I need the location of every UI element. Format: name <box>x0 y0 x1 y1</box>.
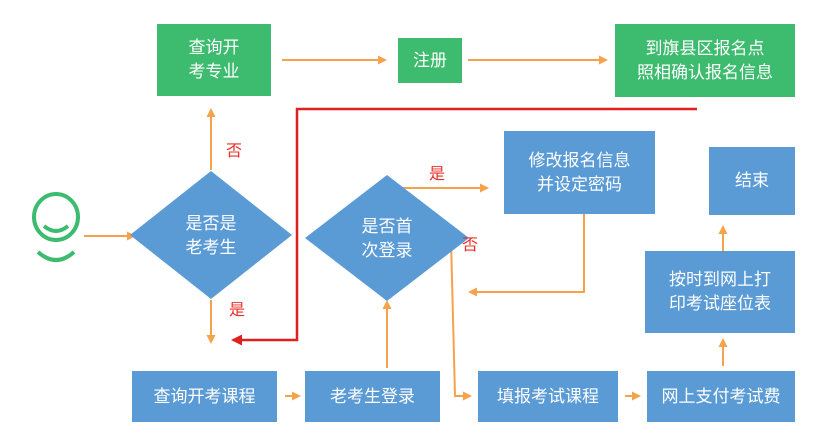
fill-courses-label: 填报考试课程 <box>497 386 599 407</box>
modify-info-box: 修改报名信息 并设定密码 <box>504 131 655 214</box>
fill-courses-box: 填报考试课程 <box>478 371 618 422</box>
check-major-top-label: 查询开 考专业 <box>188 38 240 82</box>
decision-old-candidate-label: 是否是 老考生 <box>185 214 237 258</box>
county-confirm-label: 到旗县区报名点 照相确认报名信息 <box>637 38 773 83</box>
end-label: 结束 <box>735 171 769 191</box>
arrow-modify-back <box>468 214 585 297</box>
decision-old-candidate: 是否是 老考生 <box>160 211 262 261</box>
check-major-bottom-box: 查询开考课程 <box>132 371 277 422</box>
arrow-red-return <box>231 107 697 346</box>
pay-fee-label: 网上支付考试费 <box>661 386 781 407</box>
decision-first-login: 是否首 次登录 <box>336 214 438 264</box>
old-login-box: 老考生登录 <box>305 371 440 422</box>
branch-yes-label-1: 是 <box>229 300 246 319</box>
branch-no-label-1: 否 <box>226 141 243 160</box>
branch-yes-label-2: 是 <box>429 164 446 183</box>
end-box: 结束 <box>709 147 795 215</box>
decision-first-login-label: 是否首 次登录 <box>361 217 413 261</box>
arrow-first-login-no <box>450 239 472 401</box>
user-avatar-icon <box>32 192 80 262</box>
branch-no-label-2: 否 <box>462 235 479 254</box>
check-major-bottom-label: 查询开考课程 <box>153 386 256 407</box>
register-box: 注册 <box>398 38 462 83</box>
county-confirm-box: 到旗县区报名点 照相确认报名信息 <box>615 24 795 97</box>
old-login-label: 老考生登录 <box>330 386 415 407</box>
register-label: 注册 <box>413 50 447 71</box>
decision-old-candidate-shape <box>130 171 292 299</box>
print-ticket-box: 按时到网上打 印考试座位表 <box>645 251 795 333</box>
decision-first-login-shape <box>305 175 469 301</box>
pay-fee-box: 网上支付考试费 <box>647 371 795 422</box>
print-ticket-label: 按时到网上打 印考试座位表 <box>669 270 771 314</box>
check-major-top-box: 查询开 考专业 <box>157 24 271 96</box>
modify-info-label: 修改报名信息 并设定密码 <box>528 150 631 195</box>
